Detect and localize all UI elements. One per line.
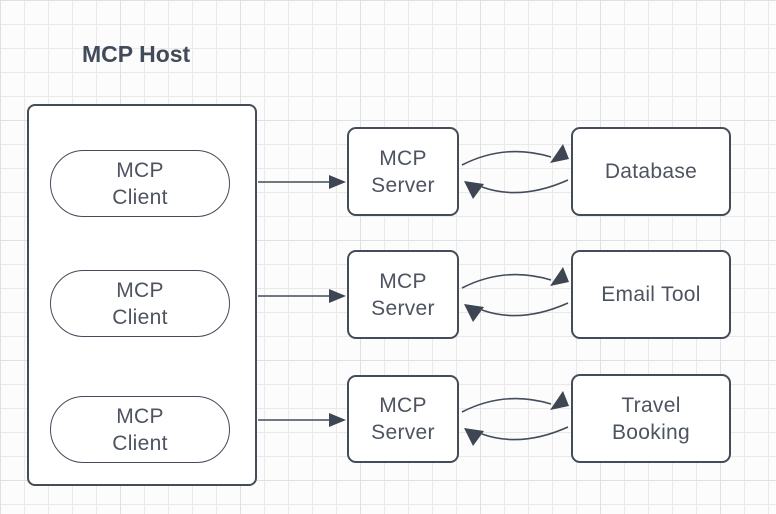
mcp-client-label-1: MCP Client [112, 158, 168, 209]
mcp-client-node-2[interactable]: MCP Client [50, 270, 230, 337]
mcp-host-title[interactable]: MCP Host [82, 41, 191, 67]
database-label: Database [604, 160, 698, 183]
mcp-server-label-3: MCP Server [371, 394, 435, 444]
client-server-arrow-1[interactable] [258, 175, 346, 189]
client-server-arrow-3[interactable] [258, 413, 346, 427]
email-tool-label: Email Tool [601, 283, 701, 306]
mcp-client-node-1[interactable]: MCP Client [50, 150, 230, 217]
server-travel-cycle-arrows[interactable] [461, 391, 569, 446]
mcp-server-node-1[interactable]: MCP Server [347, 127, 459, 216]
mcp-client-node-3[interactable]: MCP Client [50, 396, 230, 463]
mcp-server-node-2[interactable]: MCP Server [347, 250, 459, 339]
mcp-client-label-3: MCP Client [112, 404, 168, 455]
mcp-server-label-2: MCP Server [371, 269, 435, 320]
client-server-arrow-2[interactable] [258, 289, 346, 303]
mcp-client-label-2: MCP Client [112, 278, 168, 329]
server-database-cycle-arrows[interactable] [461, 144, 569, 199]
mcp-server-label-1: MCP Server [371, 146, 435, 197]
database-node[interactable]: Database [571, 127, 731, 216]
travel-booking-node[interactable]: Travel Booking [571, 374, 731, 463]
mcp-server-node-3[interactable]: MCP Server [347, 375, 459, 463]
server-email-cycle-arrows[interactable] [461, 267, 569, 322]
email-tool-node[interactable]: Email Tool [571, 250, 731, 339]
travel-booking-label: Travel Booking [612, 393, 690, 444]
